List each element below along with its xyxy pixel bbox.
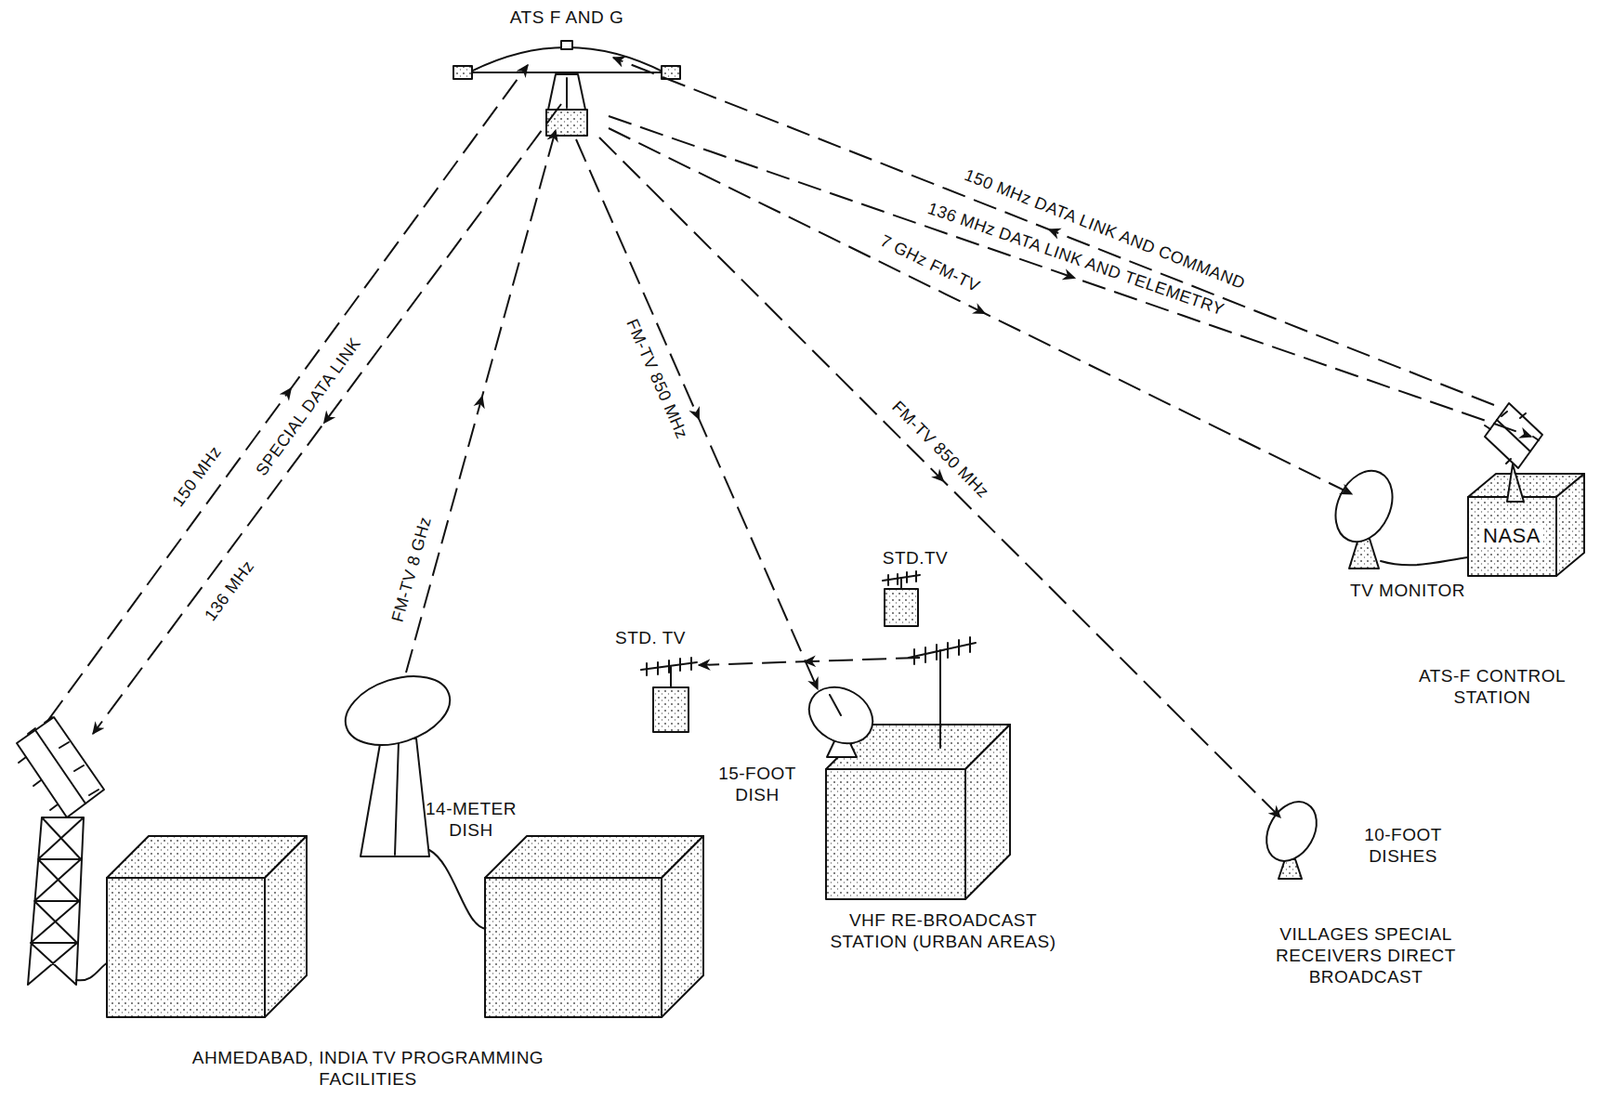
dish-antenna: 14-METER DISH bbox=[339, 661, 530, 862]
control-building bbox=[1468, 473, 1585, 577]
node-label: VHF RE-BROADCAST STATION (URBAN AREAS) bbox=[813, 910, 1074, 954]
signal-link bbox=[92, 104, 562, 735]
satellite-feed bbox=[548, 74, 586, 110]
solar-panel bbox=[453, 65, 473, 79]
dish-antenna-drawing bbox=[336, 664, 487, 930]
satellite-reflector bbox=[469, 47, 665, 73]
node-label: ATS F AND G bbox=[445, 7, 688, 29]
node-label: AHMEDABAD, INDIA TV PROGRAMMING FACILITI… bbox=[191, 1048, 545, 1091]
link-label: 7 GHz FM-TV bbox=[874, 229, 985, 298]
satellite-hub bbox=[561, 40, 573, 50]
programming-building bbox=[485, 836, 704, 1018]
dish-antenna-drawing bbox=[1256, 793, 1327, 879]
node-label: 14-METER DISH bbox=[416, 799, 526, 842]
link-label: FM-TV 8 GHz bbox=[387, 511, 437, 628]
link-name: SPECIAL DATA LINK bbox=[249, 331, 367, 482]
tv-receiver: STD. TV bbox=[594, 628, 707, 740]
link-label: 150 MHz bbox=[166, 440, 227, 513]
node-label: 10-FOOT DISHES bbox=[1342, 825, 1464, 868]
satellite: ATS F AND G bbox=[445, 3, 688, 144]
satellite-body bbox=[546, 109, 588, 136]
link-label: 136 MHz bbox=[198, 554, 260, 628]
dish-antenna-drawing bbox=[799, 676, 883, 758]
link-label: FM-TV 850 MHz bbox=[621, 314, 694, 446]
tower-antenna-frame bbox=[16, 717, 105, 818]
node-label: STD. TV bbox=[594, 628, 707, 650]
building-marking: NASA bbox=[1480, 524, 1544, 548]
cable bbox=[1380, 557, 1469, 565]
yagi-antenna bbox=[908, 637, 976, 748]
signal-link bbox=[608, 116, 1532, 437]
tv-set-drawing bbox=[882, 571, 920, 627]
signal-link bbox=[608, 128, 1352, 495]
tv-set-drawing bbox=[641, 657, 697, 733]
control-station: ATS-F CONTROL STATION bbox=[1393, 394, 1591, 721]
dish-antenna: 15-FOOT DISH bbox=[710, 670, 883, 820]
signal-link bbox=[599, 137, 1281, 818]
tower-antenna-boom bbox=[35, 730, 86, 804]
node-label: ATS-F CONTROL STATION bbox=[1393, 666, 1591, 709]
rebroadcast-station: VHF RE-BROADCAST STATION (URBAN AREAS) bbox=[808, 641, 1078, 999]
signal-link bbox=[576, 139, 818, 690]
cable bbox=[76, 962, 108, 981]
cable bbox=[429, 850, 487, 930]
ground-station: 14-METER DISH AHMEDABAD, INDIA TV PROGRAM… bbox=[9, 650, 716, 1110]
village-receiver: 10-FOOT DISHES VILLAGES SPECIAL RECEIVERS… bbox=[1207, 799, 1543, 999]
link-label: FM-TV 850 MHz bbox=[886, 394, 996, 504]
programming-building bbox=[106, 836, 307, 1018]
tower-lattice bbox=[27, 817, 84, 985]
data-link-tower bbox=[16, 717, 108, 985]
signal-link bbox=[698, 657, 920, 666]
tv-monitor: TV MONITOR bbox=[1319, 464, 1496, 606]
tower-antenna-elements bbox=[18, 717, 99, 811]
node-label: STD.TV bbox=[868, 548, 962, 570]
node-label: 15-FOOT DISH bbox=[710, 763, 804, 807]
rebroadcast-building bbox=[826, 724, 1010, 900]
signal-link bbox=[406, 130, 556, 673]
control-antenna bbox=[1484, 403, 1543, 502]
satellite-feed-line bbox=[565, 78, 568, 108]
node-label: TV MONITOR bbox=[1319, 580, 1496, 603]
tv-receiver: STD.TV bbox=[868, 548, 962, 632]
signal-link bbox=[48, 65, 528, 721]
signal-link bbox=[613, 57, 1495, 406]
site-caption: VILLAGES SPECIAL RECEIVERS DIRECT BROADC… bbox=[1226, 924, 1506, 988]
dish-antenna-drawing bbox=[1324, 461, 1469, 569]
